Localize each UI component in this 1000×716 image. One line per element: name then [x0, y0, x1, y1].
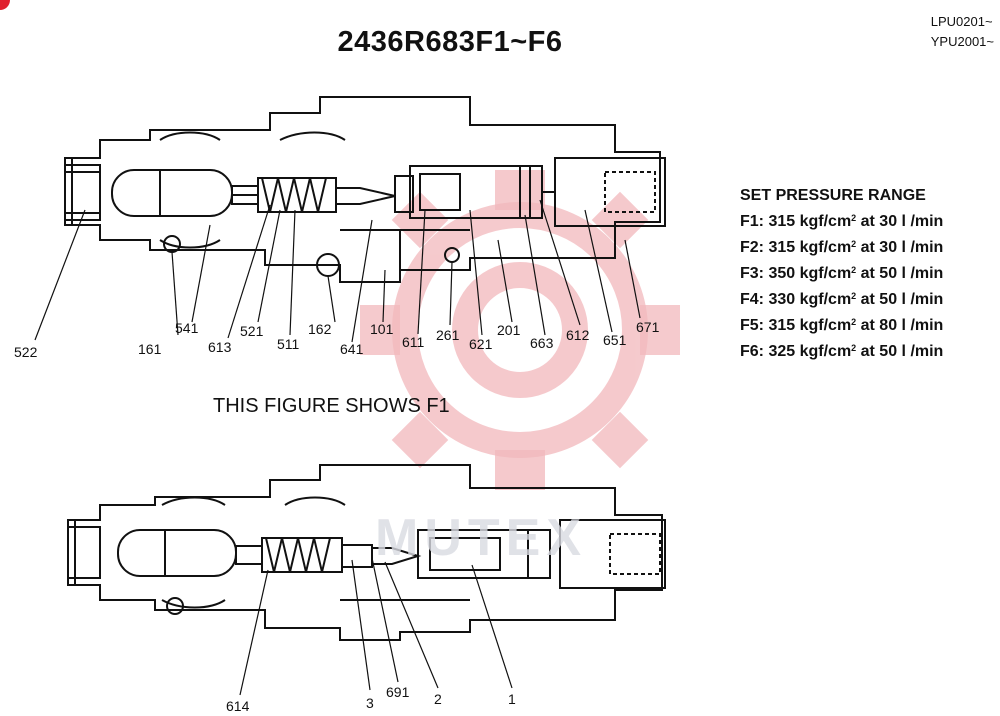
pressure-row-f6: F6: 325 kgf/cm2 at 50 l /min	[740, 343, 944, 360]
part-label-651: 651	[603, 332, 627, 348]
upper-leader-lines	[34, 199, 641, 343]
pressure-row-f5: F5: 315 kgf/cm2 at 80 l /min	[740, 317, 944, 334]
part-label-691: 691	[386, 684, 410, 700]
part-label-161: 161	[138, 341, 162, 357]
pressure-row-f2: F2: 315 kgf/cm2 at 30 l /min	[740, 239, 944, 256]
part-label-511: 511	[277, 336, 300, 352]
part-label-621: 621	[469, 336, 493, 352]
part-label-641: 641	[340, 341, 364, 357]
part-label-611: 611	[402, 334, 425, 350]
serial-lpu: LPU0201~	[930, 14, 993, 29]
pressure-row-f4: F4: 330 kgf/cm2 at 50 l /min	[740, 291, 944, 308]
part-label-261: 261	[436, 327, 460, 343]
lower-valve-drawing	[67, 464, 666, 641]
part-label-541: 541	[175, 320, 199, 336]
figure-caption: THIS FIGURE SHOWS F1	[213, 395, 450, 417]
upper-part-labels: 522 161 541 613 521 511 162 641 101 611 …	[14, 319, 660, 360]
part-label-2: 2	[434, 691, 442, 707]
part-label-663: 663	[530, 335, 554, 351]
part-label-612: 612	[566, 327, 590, 343]
lower-part-labels: 614 3 691 2 1	[226, 684, 516, 714]
watermark-text: MUTEX	[375, 509, 587, 567]
part-label-521: 521	[240, 323, 264, 339]
upper-valve-drawing	[64, 96, 666, 283]
part-label-1: 1	[508, 691, 516, 707]
part-label-522: 522	[14, 344, 38, 360]
corner-badge	[0, 0, 10, 10]
pressure-heading: SET PRESSURE RANGE	[740, 187, 926, 204]
part-label-201: 201	[497, 322, 521, 338]
set-pressure-range: SET PRESSURE RANGE F1: 315 kgf/cm2 at 30…	[740, 184, 943, 363]
part-label-162: 162	[308, 321, 332, 337]
serial-ypu: YPU2001~	[930, 34, 994, 49]
part-label-614: 614	[226, 698, 250, 714]
pressure-row-f1: F1: 315 kgf/cm2 at 30 l /min	[740, 213, 944, 230]
serial-range: LPU0201~ YPU2001~	[931, 12, 994, 52]
part-label-671: 671	[636, 319, 660, 335]
lower-leader-lines	[239, 557, 513, 696]
pressure-row-f3: F3: 350 kgf/cm2 at 50 l /min	[740, 265, 944, 282]
part-label-3: 3	[366, 695, 374, 711]
part-label-101: 101	[370, 321, 394, 337]
part-label-613: 613	[208, 339, 232, 355]
page-title: 2436R683F1~F6	[337, 26, 563, 58]
